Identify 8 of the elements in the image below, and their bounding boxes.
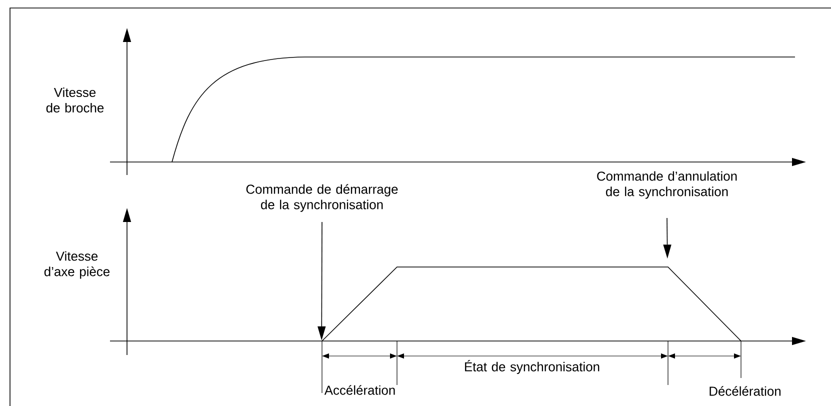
command-label: Commande d’annulation de la synchronisation	[597, 171, 737, 199]
axis-label: Vitesse de broche	[46, 88, 104, 112]
axis-label: Accélération	[324, 385, 395, 395]
axis-label: Décélération	[710, 386, 780, 396]
speed-profile-line	[322, 266, 742, 342]
axis-label: Vitesse d’axe pièce	[44, 251, 110, 279]
command-label: Commande de démarrage de la synchronisation	[246, 184, 398, 212]
axis-label: État de synchronisation	[465, 360, 600, 374]
